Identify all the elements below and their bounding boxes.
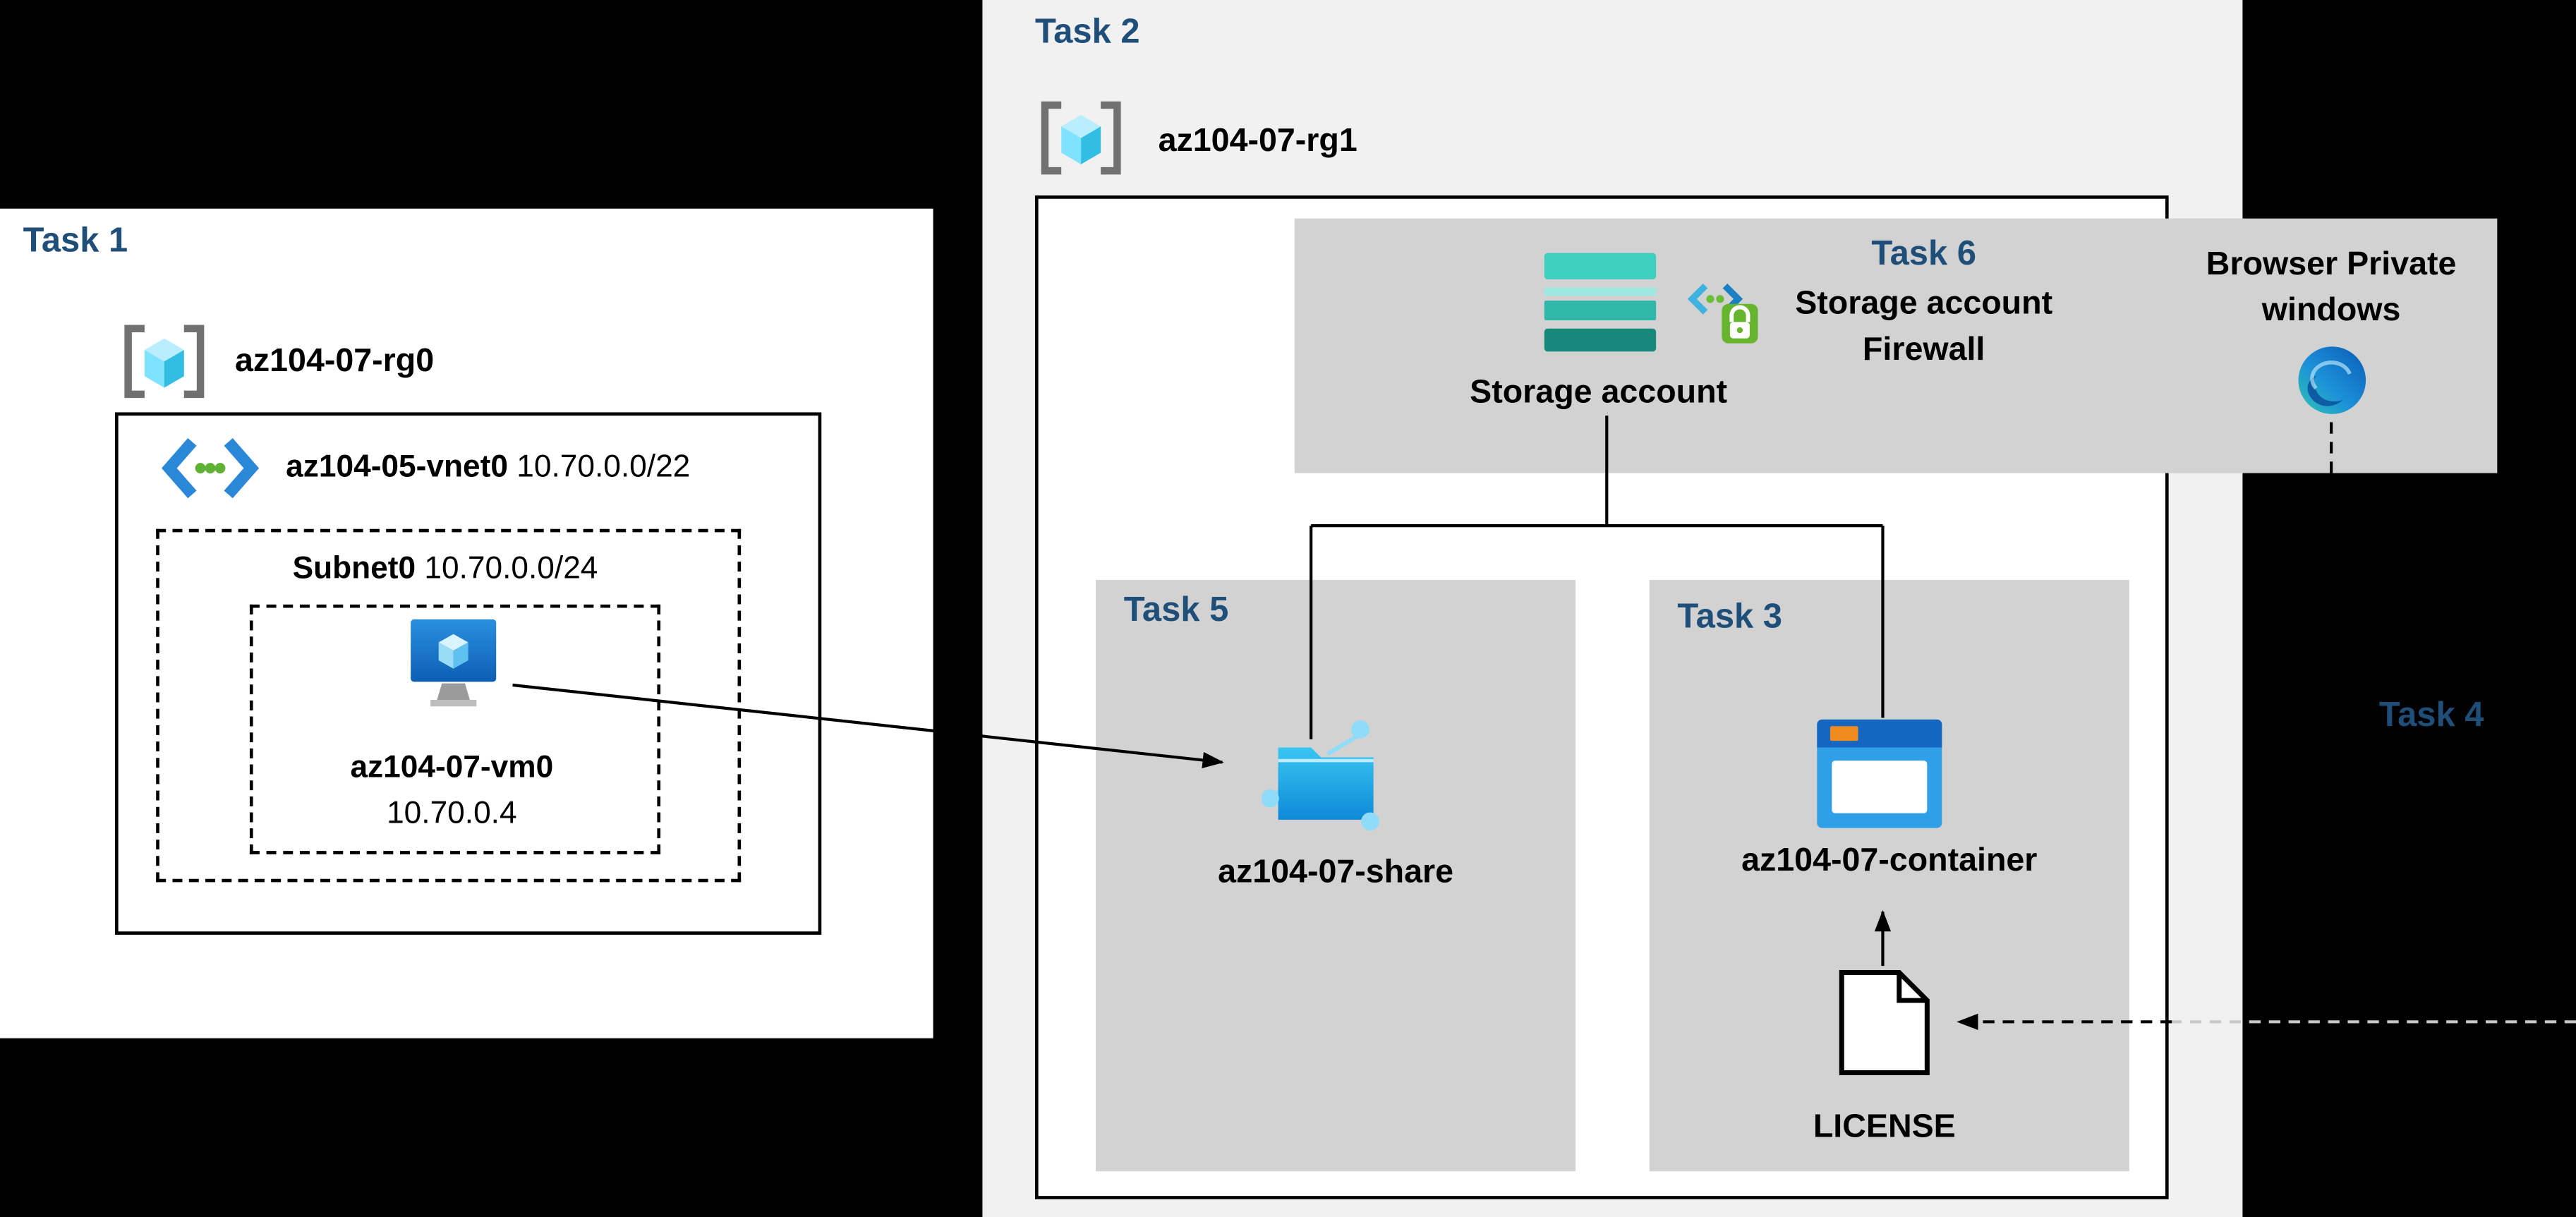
rg0-label: az104-07-rg0 [234,343,435,380]
rg1-label: az104-07-rg1 [1158,123,1357,159]
vnet-cidr: 10.70.0.0/22 [516,450,691,485]
task6-line2: Firewall [1862,332,1985,368]
browser-line2: windows [2261,292,2401,329]
vnet-box [114,412,822,935]
file-share-icon [1262,718,1390,833]
vnet-label: az104-05-vnet0 10.70.0.0/22 [286,450,690,486]
resource-group-icon [1036,100,1125,176]
storage-firewall-icon [1686,271,1761,346]
task4-heading: Task 4 [2378,696,2484,734]
storage-account-caption: Storage account [1470,374,1728,411]
license-file-icon [1837,967,1932,1077]
license-caption: LICENSE [1813,1108,1956,1145]
storage-account-icon [1541,250,1659,358]
vnet-icon [159,434,261,503]
vm-name-label: az104-07-vm0 [350,751,554,786]
vm-icon [409,618,498,713]
task6-heading: Task 6 [1871,234,1976,273]
resource-group-icon [120,324,209,399]
task6-line1: Storage account [1795,286,2053,322]
share-name-label: az104-07-share [1218,854,1454,891]
task3-heading: Task 3 [1677,598,1783,636]
vnet-name: az104-05-vnet0 [286,450,508,485]
subnet-name: Subnet0 [292,552,416,587]
vm-ip-label: 10.70.0.4 [387,797,517,832]
edge-browser-icon [2297,345,2367,416]
task2-heading: Task 2 [1034,13,1140,52]
browser-line1: Browser Private [2206,246,2457,283]
task5-heading: Task 5 [1123,591,1229,629]
task1-heading: Task 1 [23,222,128,260]
subnet-cidr: 10.70.0.0/24 [424,552,598,587]
container-name-label: az104-07-container [1741,842,2038,879]
blob-container-icon [1815,718,1944,830]
subnet-label: Subnet0 10.70.0.0/24 [156,552,734,588]
